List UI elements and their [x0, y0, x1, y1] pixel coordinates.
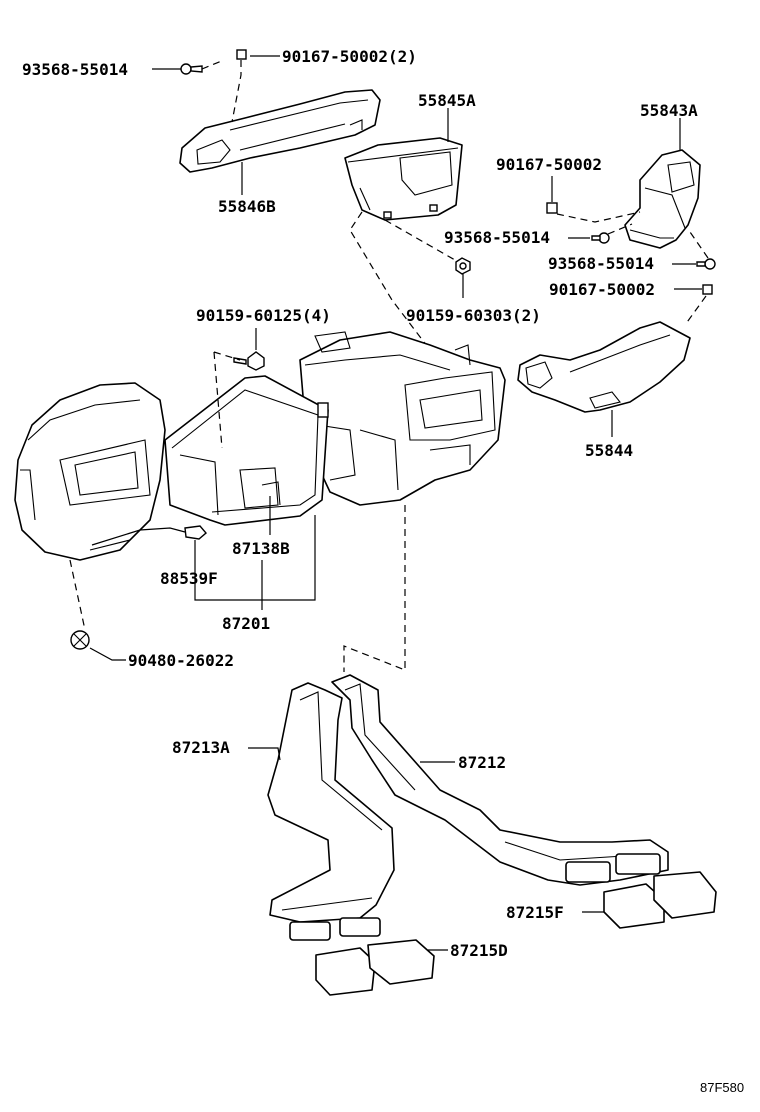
- label-90167-50002-2: 90167-50002(2): [282, 47, 417, 66]
- duct-55844: [517, 321, 691, 413]
- blower-case: [14, 382, 166, 561]
- label-87212: 87212: [458, 753, 506, 772]
- nut-90167-50002-right-b: [702, 284, 713, 295]
- label-87201: 87201: [222, 614, 270, 633]
- label-90480-26022: 90480-26022: [128, 651, 234, 670]
- label-55845a: 55845A: [418, 91, 476, 110]
- dash-55843a-a: [556, 211, 641, 223]
- label-55846b: 55846B: [218, 197, 276, 216]
- clip-90480-26022: [70, 630, 90, 650]
- dash-90480: [69, 559, 86, 631]
- label-90159-60125-4: 90159-60125(4): [196, 306, 331, 325]
- label-87213a: 87213A: [172, 738, 230, 757]
- duct-55843a: [624, 149, 701, 249]
- screw-93568-55014-top: [180, 63, 203, 75]
- dash-55843a-c: [689, 231, 709, 259]
- duct-87213a: [267, 682, 395, 941]
- dash-lower-link: [343, 505, 406, 672]
- dash-55846b: [201, 59, 242, 123]
- dash-55844: [684, 295, 707, 326]
- label-88539f: 88539F: [160, 569, 218, 588]
- sensor-88539f: [91, 525, 207, 546]
- label-90159-60303-2: 90159-60303(2): [406, 306, 541, 325]
- label-55843a: 55843A: [640, 101, 698, 120]
- label-87138b: 87138B: [232, 539, 290, 558]
- dash-55845a-b: [349, 211, 431, 351]
- dash-55843a-b: [607, 223, 633, 235]
- duct-87212: [331, 674, 669, 886]
- label-90167-50002-right-b: 90167-50002: [549, 280, 655, 299]
- label-93568-55014-top: 93568-55014: [22, 60, 128, 79]
- heater-unit: [299, 331, 506, 506]
- dash-90159-60125: [213, 351, 241, 449]
- duct-55846b: [179, 89, 381, 173]
- nut-90167-50002-right-a: [546, 202, 558, 214]
- screw-93568-55014-right-c: [696, 258, 716, 270]
- bracket-87201: [194, 515, 316, 601]
- duct-55845a: [344, 137, 463, 221]
- diagram-code: 87F580: [700, 1080, 744, 1095]
- duct-87215f: [603, 871, 717, 929]
- screw-93568-55014-right-b: [591, 232, 610, 244]
- evaporator-87201: [164, 375, 329, 526]
- leader-87213a: [248, 747, 281, 761]
- duct-87215d: [315, 939, 435, 996]
- label-55844: 55844: [585, 441, 633, 460]
- bolt-90159-60125: [233, 351, 265, 371]
- label-93568-55014-right-c: 93568-55014: [548, 254, 654, 273]
- label-90167-50002-right-a: 90167-50002: [496, 155, 602, 174]
- leader-90480: [89, 647, 126, 661]
- bolt-90159-60303: [455, 257, 471, 275]
- dash-55845a-a: [384, 219, 456, 261]
- nut-90167-50002-top: [236, 49, 247, 60]
- label-93568-55014-right-b: 93568-55014: [444, 228, 550, 247]
- label-87215f: 87215F: [506, 903, 564, 922]
- label-87215d: 87215D: [450, 941, 508, 960]
